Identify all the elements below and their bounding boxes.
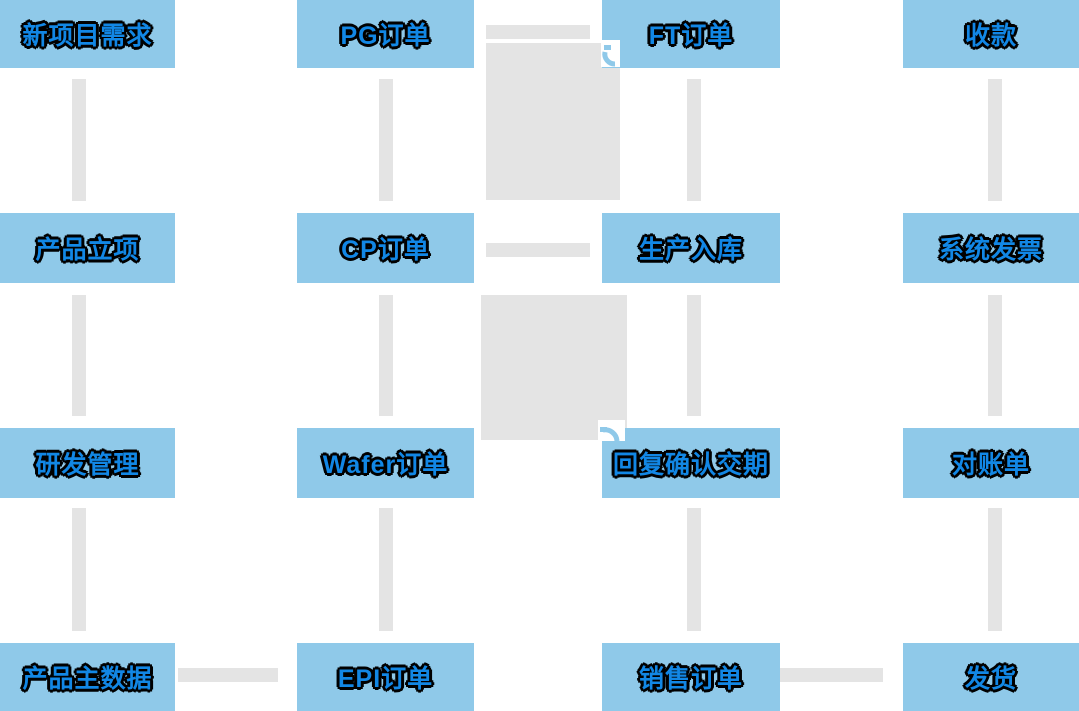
node-statement: 对账单 xyxy=(903,428,1079,498)
node-wafer-order: Wafer订单 xyxy=(297,428,474,498)
connector-row1-col2-col3 xyxy=(486,25,590,39)
connector-col4-row1-row2 xyxy=(988,79,1002,201)
node-rd-management: 研发管理 xyxy=(0,428,175,498)
connector-col3-row3-row4 xyxy=(687,508,701,631)
connector-col4-row3-row4 xyxy=(988,508,1002,631)
connector-col2-row3-row4 xyxy=(379,508,393,631)
connector-row4-col1-col2 xyxy=(178,668,278,682)
gray-block-top xyxy=(486,43,620,200)
node-system-invoice: 系统发票 xyxy=(903,213,1079,283)
connector-col1-row1-row2 xyxy=(72,79,86,201)
connector-col4-row2-row3 xyxy=(988,295,1002,416)
node-confirm-delivery-date: 回复确认交期 xyxy=(602,428,780,498)
node-sales-order: 销售订单 xyxy=(602,643,780,711)
connector-col1-row2-row3 xyxy=(72,295,86,416)
node-pg-order: PG订单 xyxy=(297,0,474,68)
node-shipment: 发货 xyxy=(903,643,1079,711)
connector-col2-row2-row3 xyxy=(379,295,393,416)
node-cp-order: CP订单 xyxy=(297,213,474,283)
connector-row2-col2-col3 xyxy=(486,243,590,257)
connector-row4-col3-col4 xyxy=(780,668,883,682)
node-epi-order: EPI订单 xyxy=(297,643,474,711)
node-payment-collection: 收款 xyxy=(903,0,1079,68)
node-product-initiation: 产品立项 xyxy=(0,213,175,283)
connector-col3-row2-row3 xyxy=(687,295,701,416)
connector-col1-row3-row4 xyxy=(72,508,86,631)
connector-col2-row1-row2 xyxy=(379,79,393,201)
node-product-master-data: 产品主数据 xyxy=(0,643,175,711)
node-production-receipt: 生产入库 xyxy=(602,213,780,283)
node-new-project-requirement: 新项目需求 xyxy=(0,0,175,68)
connector-col3-row1-row2 xyxy=(687,79,701,201)
gray-block-bottom xyxy=(481,295,627,440)
node-ft-order: FT订单 xyxy=(602,0,780,68)
